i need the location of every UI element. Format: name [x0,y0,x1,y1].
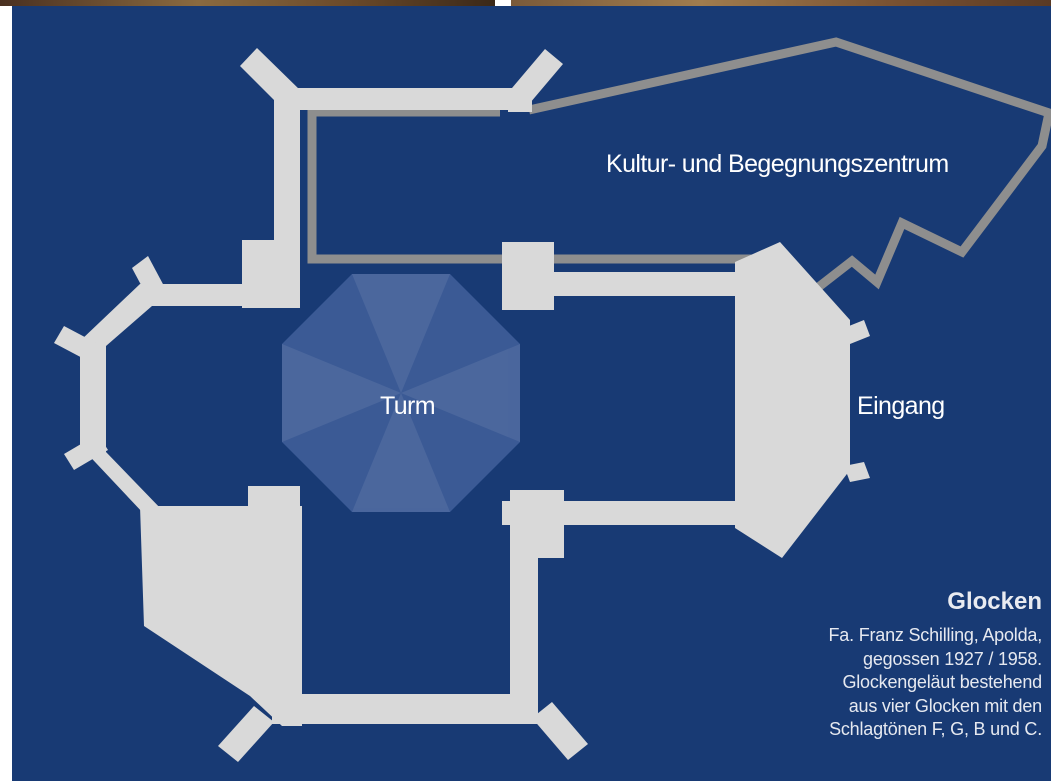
north-corner-block [508,88,532,112]
tower-facet-2 [401,344,520,442]
pier-southwest [248,486,300,526]
pier-northwest [242,240,300,308]
tower-facet-3 [352,393,450,512]
tower [282,274,520,512]
nave-wall-south [502,501,770,525]
south-buttress-east [532,702,588,760]
entrance-apse [735,242,850,558]
west-apse-wall [80,262,242,536]
south-wall-floor [272,694,538,724]
entrance-buttress-lower [844,462,870,482]
tower-facet-4 [282,344,401,442]
pier-northeast [502,242,554,310]
annex-outer-wall [528,37,1051,300]
north-wall-top [274,88,532,110]
north-buttress-west [240,48,302,110]
apse-buttress-1 [132,256,164,298]
southwest-block [140,506,302,726]
kultur-label: Kultur- und Begegnungszentrum [606,150,949,178]
header-photo-right [511,0,1051,6]
church-walls [54,48,870,762]
north-wall-west [274,88,300,263]
apse-buttress-2 [54,326,98,361]
header-photo-left [0,0,495,6]
bells-info: Glocken Fa. Franz Schilling, Apolda, geg… [742,588,1042,742]
floor-plan-panel: Kultur- und Begegnungszentrum Turm Einga… [12,6,1051,781]
south-buttress-west [218,706,274,762]
bells-title: Glocken [947,588,1042,615]
tower-label: Turm [380,392,436,420]
bells-description: Fa. Franz Schilling, Apolda, gegossen 19… [828,625,1042,739]
tower-facet-1 [352,274,450,393]
apse-buttress-3 [64,434,108,470]
floor-plan [54,37,1051,762]
entrance-buttress-upper [844,320,870,344]
tower-octagon [282,274,520,512]
entrance-label: Eingang [857,392,945,420]
tower-facets [282,274,520,512]
